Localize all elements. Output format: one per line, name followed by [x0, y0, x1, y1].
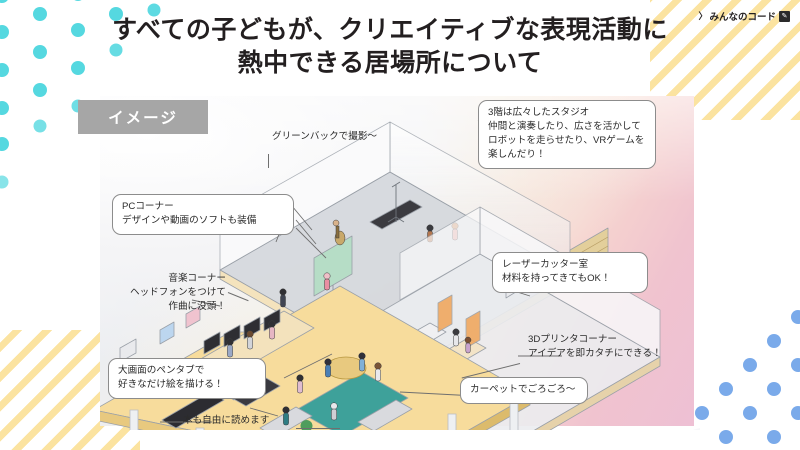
label-books: 本も自由に読めます [183, 415, 270, 426]
leader-green-back [268, 154, 269, 168]
callout-laser-cutter: レーザーカッター室 材料を持ってきてもOK！ [492, 252, 648, 293]
brand-logo[interactable]: 〉 みんなのコード ✎ [698, 9, 790, 23]
callout-pc-corner: PCコーナー デザインや動画のソフトも装備 [112, 194, 294, 235]
callout-pen-tablet: 大画面のペンタブで 好きなだけ絵を描ける！ [108, 358, 266, 399]
chevron-right-icon: 〉 [698, 10, 708, 21]
callout-studio: 3階は広々したスタジオ 仲間と演奏したり、広さを活かして ロボットを走らせたり、… [478, 100, 656, 169]
brand-name: みんなのコード [709, 12, 776, 23]
image-label-tag: イメージ [78, 100, 208, 134]
pencil-mark-icon: ✎ [779, 10, 790, 22]
leader-books [296, 428, 340, 429]
page-title: すべての子どもが、クリエイティブな表現活動に 熱中できる居場所について [112, 16, 668, 77]
label-music-corner: 音楽コーナー ヘッドフォンをつけて 作曲に没頭！ [130, 273, 226, 312]
callout-carpet: カーペットでごろごろ〜 [460, 377, 588, 404]
label-3d-printer: 3Dプリンタコーナー アイデアを即カタチにできる！ [528, 334, 662, 359]
label-green-back: グリーンバックで撮影〜 [272, 131, 378, 142]
